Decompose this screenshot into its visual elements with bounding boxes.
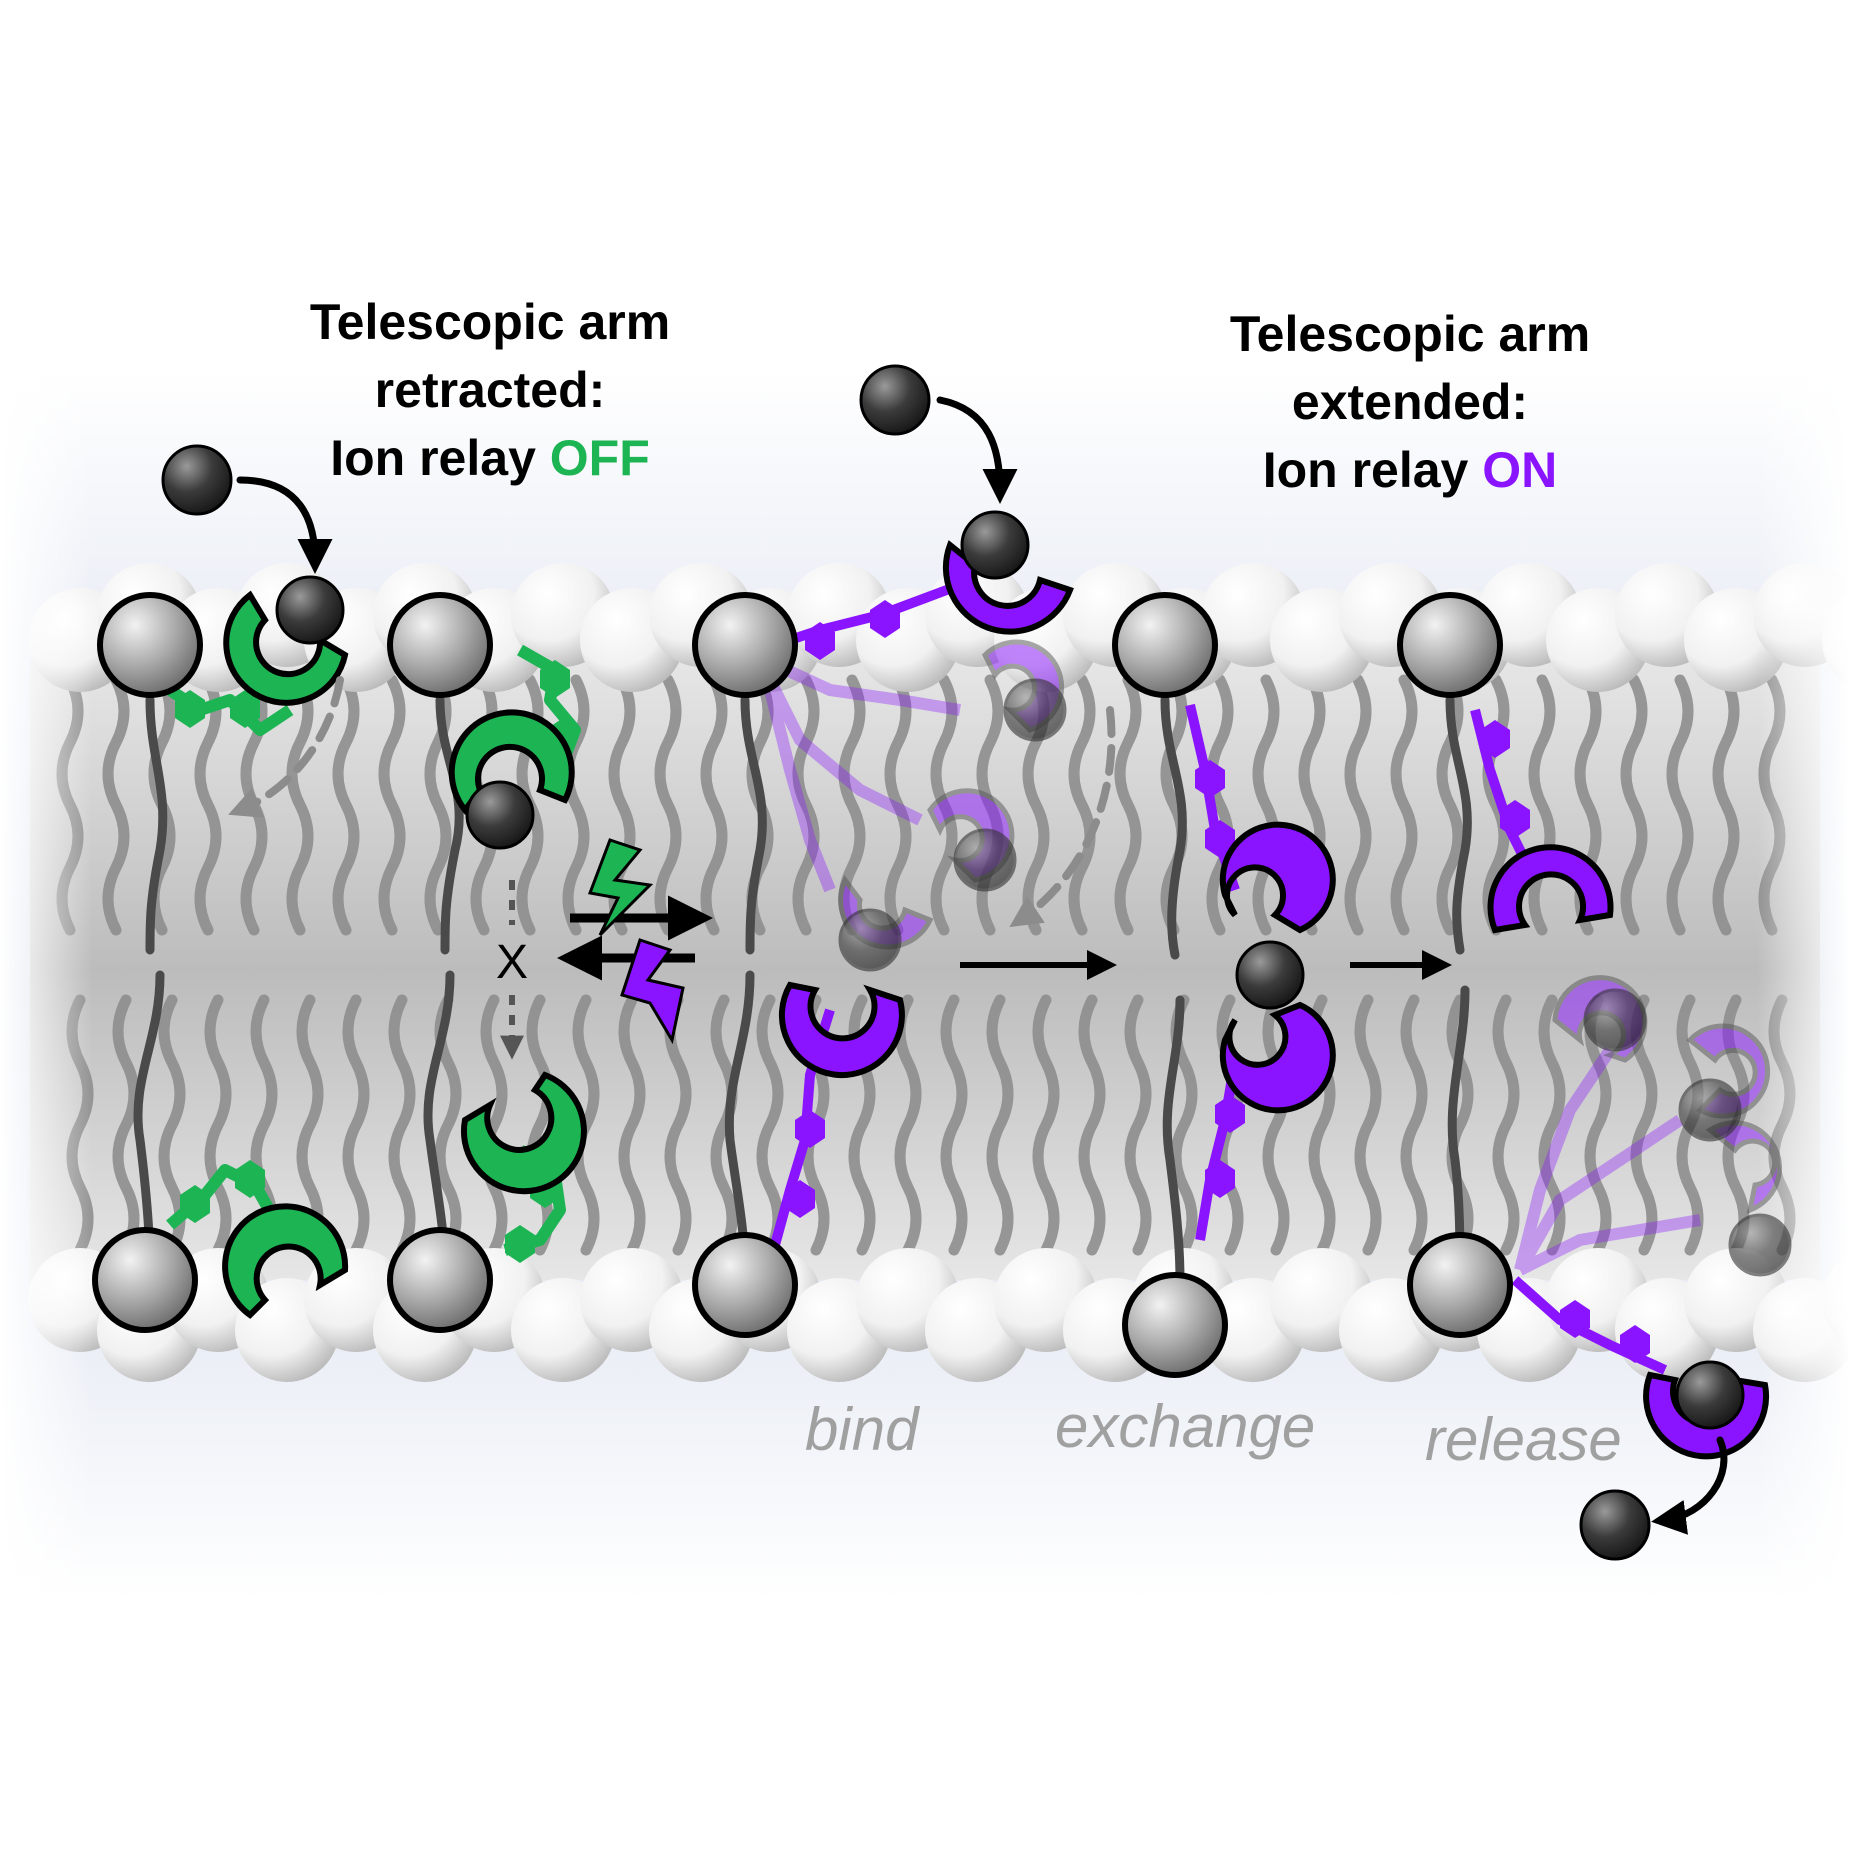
right-label-line1: Telescopic arm: [1229, 306, 1591, 362]
left-label-line1: Telescopic arm: [309, 294, 671, 350]
left-label-prefix: Ion relay: [330, 430, 536, 486]
right-label-line3: Ion relay ON: [1160, 436, 1660, 504]
relay-on-state: ON: [1482, 442, 1558, 498]
blocked-mark: X: [496, 936, 528, 989]
right-label-line2: extended:: [1291, 374, 1529, 430]
relay-off-state: OFF: [549, 430, 650, 486]
extended-state-label: Telescopic arm extended: Ion relay ON: [1160, 300, 1660, 504]
ion-sphere-icon: [161, 364, 1745, 1561]
lightning-bolt-icon: [620, 938, 685, 1045]
transporter-backbones: [133, 695, 1472, 1285]
extended-hexagons: [785, 600, 1650, 1363]
lightning-bolt-icon: [587, 838, 654, 937]
lipid-headgroup-icon: [92, 592, 1513, 1378]
crown-receptor-icon: [222, 590, 587, 1319]
left-label-line3: Ion relay OFF: [240, 424, 740, 492]
step-exchange-label: exchange: [1055, 1393, 1316, 1460]
ion-sphere-icon: [838, 678, 1792, 1277]
retracted-state-label: Telescopic arm retracted: Ion relay OFF: [240, 288, 740, 492]
step-release-label: release: [1425, 1406, 1622, 1473]
left-label-line2: retracted:: [374, 362, 606, 418]
right-label-prefix: Ion relay: [1262, 442, 1469, 498]
faded-arm-trajectories: [762, 654, 1701, 1276]
step-bind-label: bind: [805, 1396, 919, 1463]
